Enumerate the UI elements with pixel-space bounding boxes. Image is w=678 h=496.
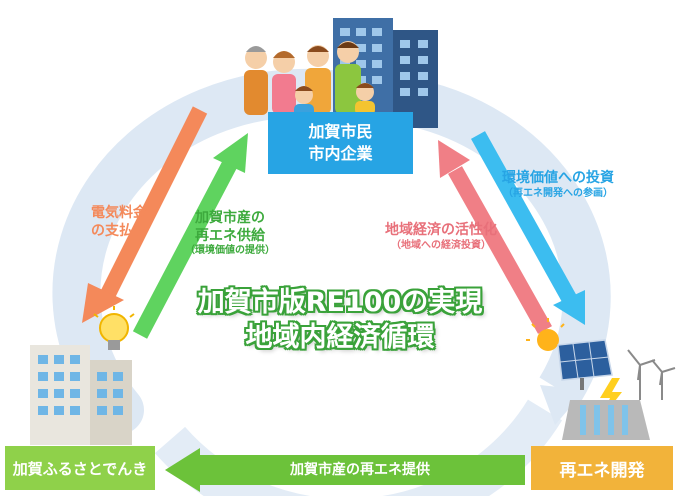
regional-economy-line1: 地域経済の活性化 [385,222,497,238]
re-development-label: 再エネ開発 [559,460,645,481]
environmental-investment-line1: 環境価値への投資 [502,170,614,186]
citizens-box-line2: 市内企業 [308,144,373,163]
sun-icon [526,318,565,351]
re-supply-line1: 加賀市産の [195,210,265,226]
solar-panel-icon [557,339,613,390]
re-supply-line2: 再エネ供給 [195,227,265,244]
arrow-environmental-investment [471,131,585,325]
citizens-box: 加賀市民 市内企業 [268,112,413,174]
environmental-investment-label: 環境価値への投資 （再エネ開発への参画） [478,170,638,200]
wind-turbine-icon [627,349,676,400]
power-company-building-icon [30,345,132,445]
center-title-line2: 地域内経済循環 [245,322,435,354]
citizens-box-line1: 加賀市民 [308,122,373,142]
regional-economy-label: 地域経済の活性化 （地域への経済投資） [366,222,516,252]
re-supply-label: 加賀市産の 再エネ供給 （環境価値の提供） [170,210,290,258]
lightning-icon [600,378,622,418]
center-title-line1: 加賀市版RE100の実現 [197,287,483,318]
regional-economy-sub: （地域への経済投資） [391,239,491,251]
arrow-electricity-payment [82,106,208,323]
electricity-payment-label: 電気料金 の支払い [74,205,164,240]
re-provision-text: 加賀市産の再エネ提供 [290,462,430,478]
re-supply-sub: （環境価値の提供） [185,245,275,256]
re-development-box: 再エネ開発 [531,446,673,490]
electricity-payment-line1: 電気料金 [91,205,147,221]
electricity-payment-line2: の支払い [91,222,147,239]
light-bulb-icon [93,306,135,350]
furusato-denki-label: 加賀ふるさとでんき [12,459,148,478]
arrow-re-provision [165,448,525,492]
center-title: 加賀市版RE100の実現 地域内経済循環 [150,285,530,355]
furusato-denki-box: 加賀ふるさとでんき [5,446,155,490]
dam-icon [562,400,650,440]
arrow-regional-economy [438,140,552,334]
re-provision-label: 加賀市産の再エネ提供 [210,462,510,480]
arrow-re-supply [132,133,248,339]
family-icon [244,41,375,118]
environmental-investment-sub: （再エネ開発への参画） [503,187,613,199]
